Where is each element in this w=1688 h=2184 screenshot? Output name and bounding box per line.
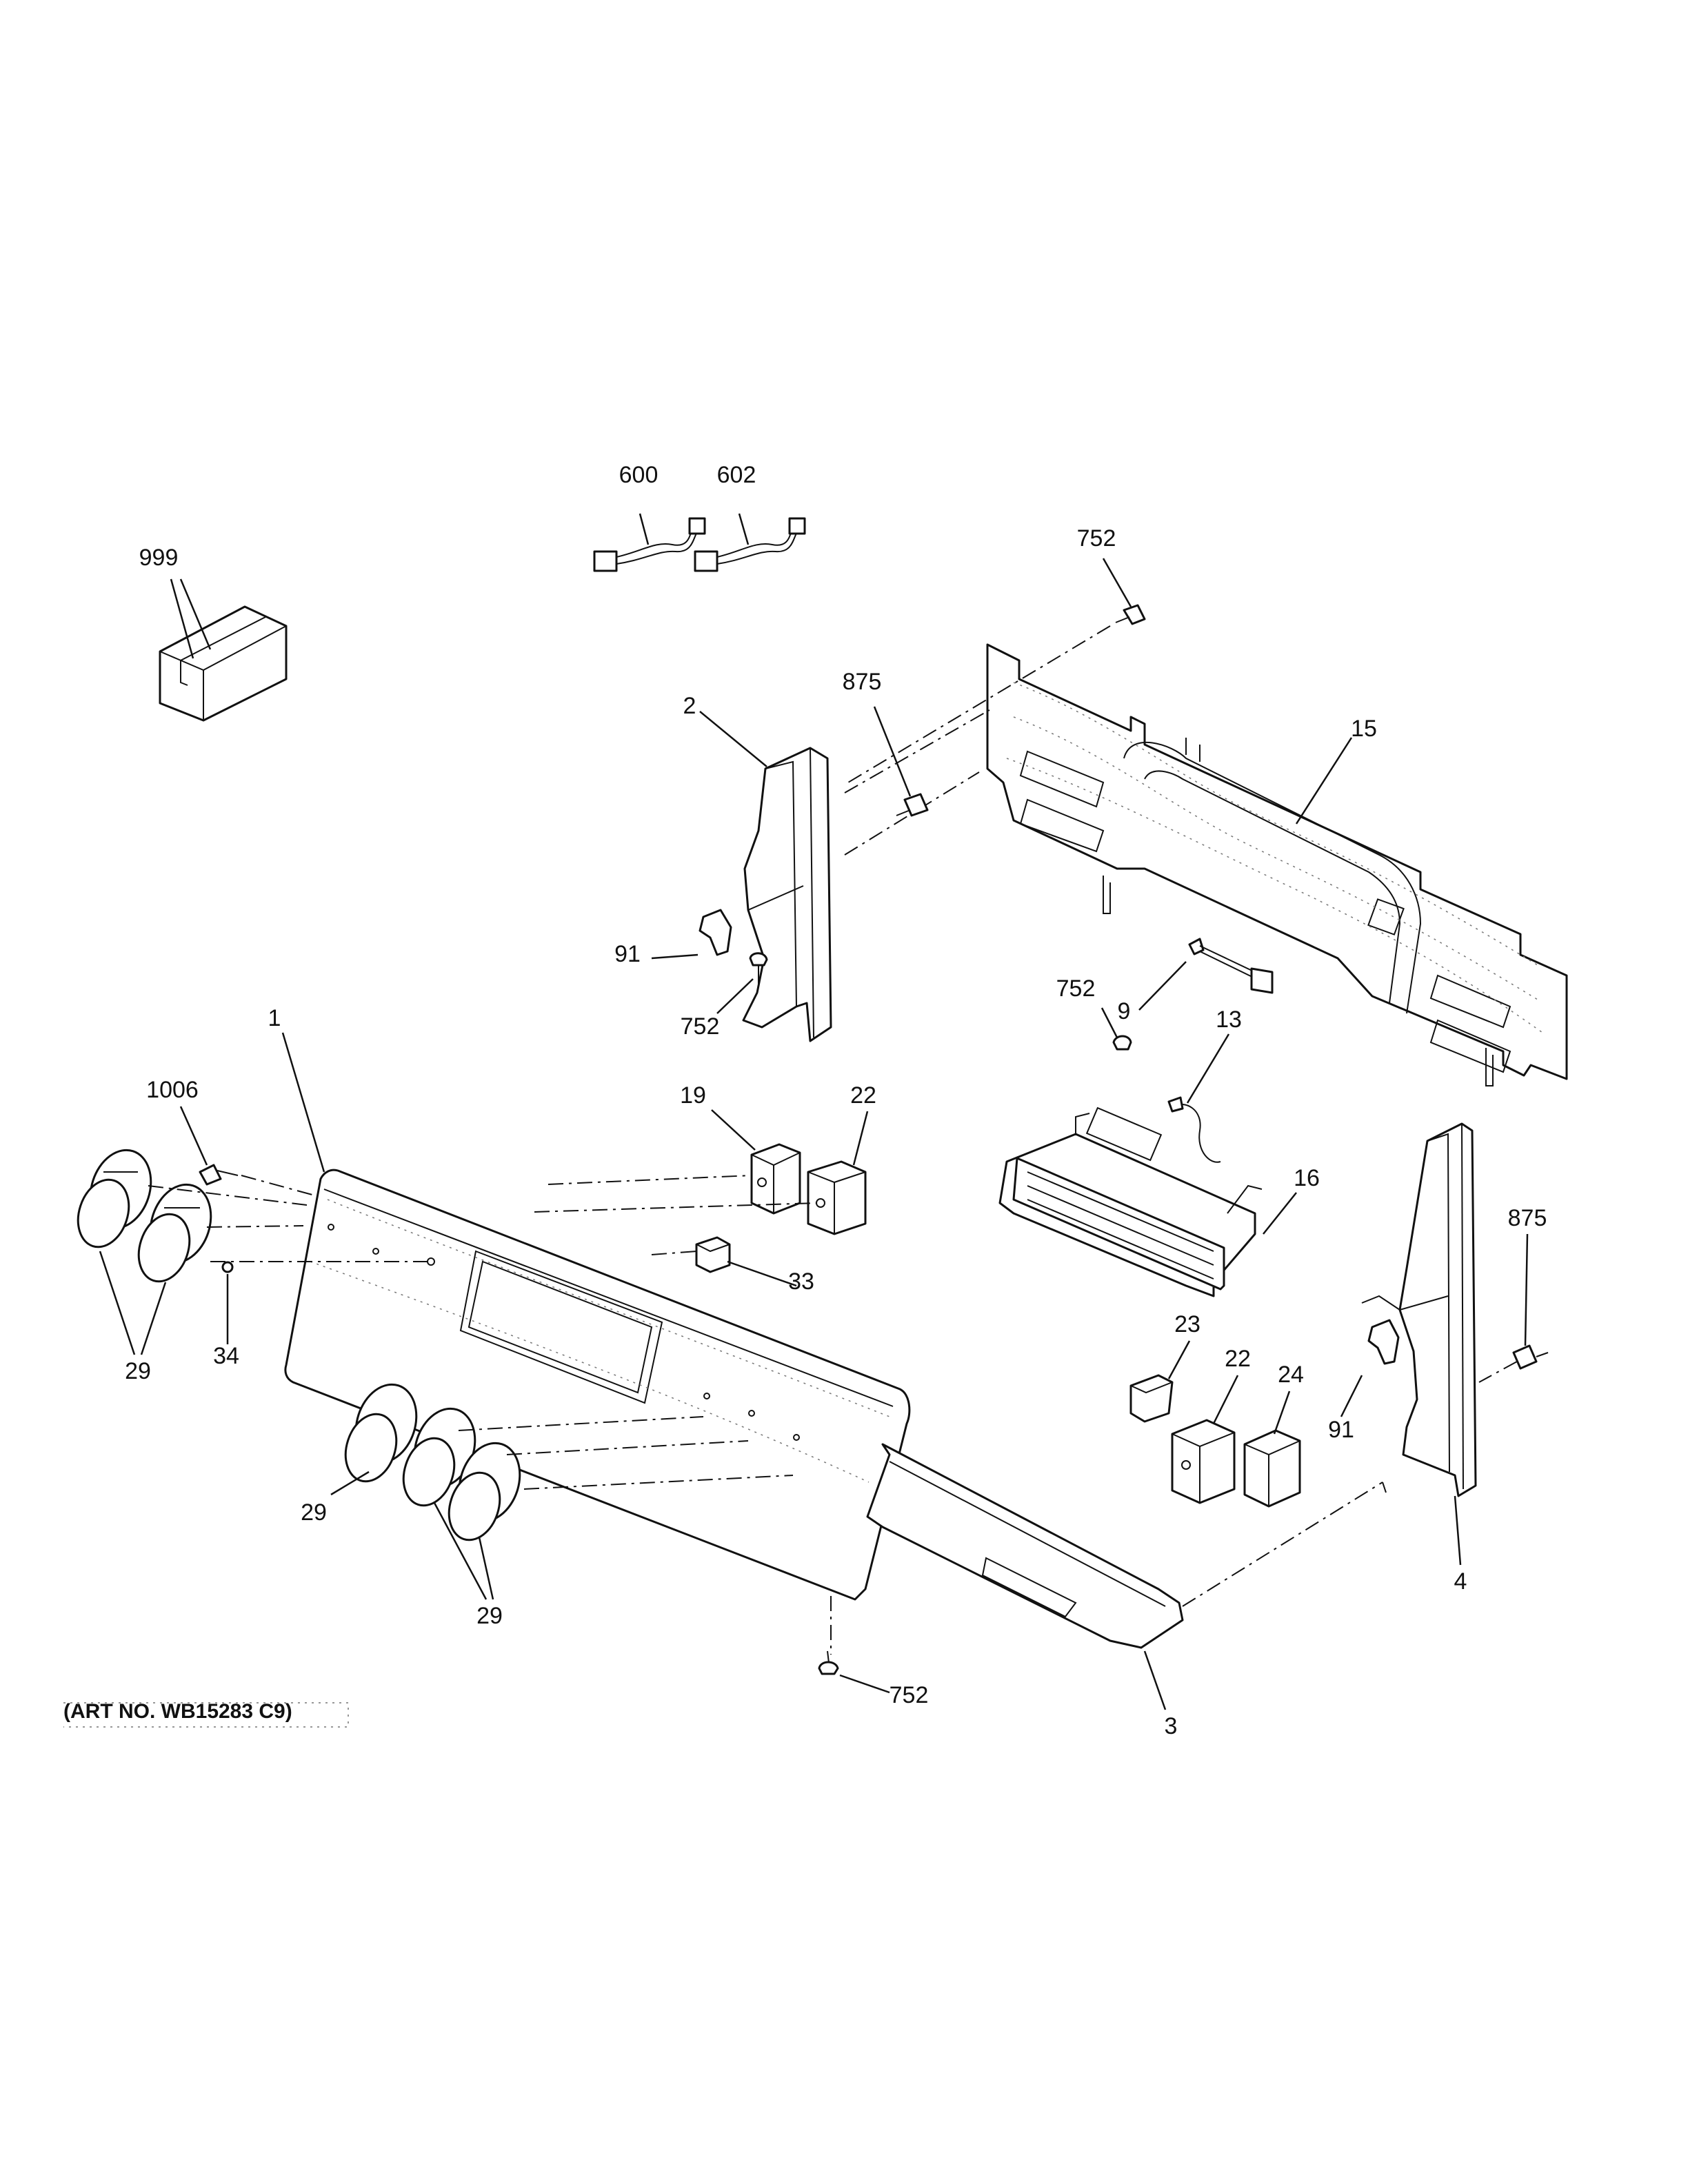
part-29-knobs-left (77, 1149, 431, 1355)
callout-16: 16 (1294, 1165, 1320, 1191)
part-91-clip-right (1340, 1319, 1400, 1417)
callout-752-mid: 752 (1056, 975, 1096, 1002)
callout-875-left: 875 (843, 669, 882, 695)
art-number-underline (63, 1702, 349, 1728)
callout-752-top: 752 (1077, 525, 1116, 552)
part-13-wire (1167, 1033, 1230, 1163)
part-752-screw-top (847, 558, 1146, 783)
part-999-box (159, 578, 288, 722)
callout-2: 2 (683, 693, 696, 719)
callout-22-top: 22 (850, 1082, 876, 1109)
part-4-right-bracket (1361, 1122, 1477, 1566)
part-1006-screw (179, 1106, 318, 1197)
callout-1006: 1006 (146, 1077, 199, 1103)
callout-752-bottom: 752 (890, 1682, 929, 1708)
callout-13: 13 (1216, 1007, 1242, 1033)
callout-875-right: 875 (1508, 1205, 1547, 1231)
callout-15: 15 (1351, 716, 1377, 742)
callout-labels: 999 600 602 752 875 2 15 91 752 9 752 13… (125, 462, 1547, 1739)
part-9-harness (1138, 938, 1274, 1011)
callout-999: 999 (139, 545, 179, 571)
callout-22-right: 22 (1225, 1346, 1251, 1372)
part-22-switch-right (1171, 1375, 1239, 1504)
callout-29-bottom: 29 (476, 1603, 503, 1629)
callout-19: 19 (680, 1082, 706, 1109)
part-34-clip (221, 1261, 234, 1344)
callout-29-left: 29 (125, 1358, 151, 1384)
callout-91-right: 91 (1328, 1417, 1354, 1443)
part-875-screw-left (873, 706, 929, 817)
callout-752-bracket: 752 (681, 1013, 720, 1040)
part-752-screw-bracket (716, 952, 768, 1014)
art-number: (ART NO. WB15283 C9) (63, 1700, 292, 1723)
part-24-relay (1243, 1391, 1301, 1508)
part-602-harness (694, 513, 806, 572)
part-29-knobs-right (330, 1383, 794, 1600)
callout-34: 34 (213, 1343, 239, 1369)
part-600-harness (593, 513, 706, 572)
callout-23: 23 (1174, 1311, 1200, 1337)
part-33-push-switch (651, 1236, 797, 1287)
callout-29-mid: 29 (301, 1499, 327, 1526)
part-23-switch (1129, 1340, 1191, 1423)
part-16-control-board (998, 1106, 1297, 1297)
callout-33: 33 (788, 1268, 814, 1295)
part-91-clip-left (651, 909, 732, 960)
part-752-screw-mid (1101, 1007, 1132, 1051)
part-15-rear-panel (986, 643, 1568, 1086)
callout-602: 602 (717, 462, 756, 488)
callout-9: 9 (1118, 998, 1131, 1024)
callout-3: 3 (1165, 1713, 1178, 1739)
part-3-trim (866, 1443, 1383, 1710)
callout-600: 600 (619, 462, 659, 488)
part-752-screw-bottom (818, 1596, 890, 1694)
part-19-switch (547, 1109, 801, 1215)
callout-24: 24 (1278, 1362, 1304, 1388)
part-2-left-bracket (699, 709, 990, 1042)
part-875-screw-right (1478, 1233, 1549, 1383)
callout-1: 1 (268, 1005, 281, 1031)
callout-4: 4 (1454, 1568, 1467, 1595)
part-22-switch-top (534, 1111, 869, 1235)
callout-91-left: 91 (614, 941, 641, 967)
part-1-control-panel (281, 1032, 911, 1601)
